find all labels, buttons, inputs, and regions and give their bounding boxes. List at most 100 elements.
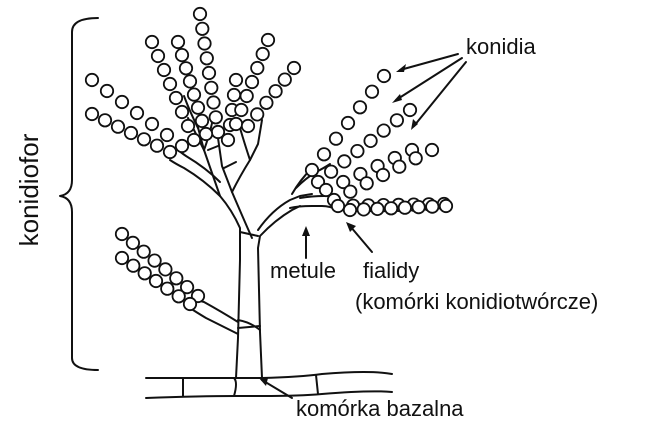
conidium bbox=[161, 129, 173, 141]
conidium bbox=[164, 78, 176, 90]
conidium bbox=[260, 97, 272, 109]
conidium bbox=[182, 120, 194, 132]
conidium bbox=[364, 135, 376, 147]
conidium bbox=[184, 298, 196, 310]
conidium bbox=[385, 202, 397, 214]
conidium bbox=[101, 85, 113, 97]
conidium bbox=[176, 49, 188, 61]
conidium bbox=[251, 108, 263, 120]
conidium bbox=[146, 36, 158, 48]
conidium bbox=[188, 134, 200, 146]
conidium bbox=[150, 275, 162, 287]
conidium bbox=[318, 148, 330, 160]
stipe bbox=[196, 120, 240, 378]
conidium bbox=[116, 252, 128, 264]
conidium bbox=[426, 200, 438, 212]
konidiofor-label: konidiofor bbox=[14, 133, 44, 246]
arrowhead bbox=[392, 94, 402, 103]
konidia-arrow bbox=[400, 54, 458, 70]
conidium bbox=[138, 133, 150, 145]
stipe bbox=[258, 206, 300, 378]
konidiofor-bracket bbox=[60, 18, 98, 370]
conidium bbox=[358, 203, 370, 215]
conidium bbox=[246, 76, 258, 88]
konidia-label: konidia bbox=[466, 34, 536, 59]
conidium bbox=[192, 102, 204, 114]
conidium bbox=[342, 117, 354, 129]
conidium bbox=[361, 177, 373, 189]
conidium bbox=[235, 104, 247, 116]
conidium bbox=[230, 118, 242, 130]
conidium bbox=[170, 92, 182, 104]
conidium bbox=[207, 96, 219, 108]
conidium bbox=[404, 104, 416, 116]
conidium bbox=[371, 203, 383, 215]
arrowhead bbox=[302, 226, 310, 236]
fialidy-sub-label: (komórki konidiotwórcze) bbox=[355, 289, 598, 314]
conidium bbox=[194, 8, 206, 20]
conidium bbox=[170, 272, 182, 284]
arrowheads bbox=[258, 64, 418, 386]
conidium bbox=[325, 166, 337, 178]
septum bbox=[316, 375, 318, 394]
komorka-bazalna-cell bbox=[234, 378, 236, 396]
conidium bbox=[151, 140, 163, 152]
stipe bbox=[258, 194, 312, 230]
conidium bbox=[196, 23, 208, 35]
conidium bbox=[184, 75, 196, 87]
basal-hypha bbox=[146, 372, 392, 378]
conidium bbox=[86, 74, 98, 86]
conidium bbox=[241, 90, 253, 102]
metule bbox=[170, 160, 220, 196]
conidium bbox=[116, 228, 128, 240]
conidium bbox=[251, 62, 263, 74]
conidium bbox=[262, 34, 274, 46]
conidium bbox=[378, 124, 390, 136]
conidium bbox=[161, 283, 173, 295]
conidium bbox=[288, 62, 300, 74]
conidium bbox=[351, 145, 363, 157]
conidium bbox=[210, 111, 222, 123]
arrowhead bbox=[396, 64, 406, 72]
conidium bbox=[222, 134, 234, 146]
conidium bbox=[366, 86, 378, 98]
conidium bbox=[196, 115, 208, 127]
conidium bbox=[180, 62, 192, 74]
conidium bbox=[148, 254, 160, 266]
conidium bbox=[176, 106, 188, 118]
conidium bbox=[230, 74, 242, 86]
conidium bbox=[330, 133, 342, 145]
conidium bbox=[344, 204, 356, 216]
conidium bbox=[86, 108, 98, 120]
conidium bbox=[201, 52, 213, 64]
conidium bbox=[116, 96, 128, 108]
conidium bbox=[391, 114, 403, 126]
septum bbox=[208, 146, 218, 150]
conidium bbox=[393, 161, 405, 173]
conidium bbox=[377, 169, 389, 181]
conidium bbox=[138, 246, 150, 258]
conidium bbox=[173, 290, 185, 302]
conidium bbox=[131, 107, 143, 119]
metule-label: metule bbox=[270, 258, 336, 283]
conidium bbox=[125, 127, 137, 139]
conidium bbox=[440, 200, 452, 212]
conidium bbox=[399, 202, 411, 214]
metule bbox=[190, 308, 238, 334]
conidium bbox=[354, 101, 366, 113]
conidium bbox=[257, 48, 269, 60]
conidium bbox=[332, 200, 344, 212]
fialidy-arrow bbox=[350, 226, 372, 252]
conidium bbox=[159, 263, 171, 275]
conidium bbox=[127, 260, 139, 272]
conidium bbox=[410, 152, 422, 164]
conidium bbox=[279, 73, 291, 85]
conidium bbox=[344, 186, 356, 198]
conidium bbox=[164, 146, 176, 158]
arrowhead bbox=[411, 119, 418, 130]
conidium bbox=[412, 201, 424, 213]
conidium bbox=[188, 88, 200, 100]
conidium bbox=[338, 155, 350, 167]
conidium bbox=[198, 37, 210, 49]
